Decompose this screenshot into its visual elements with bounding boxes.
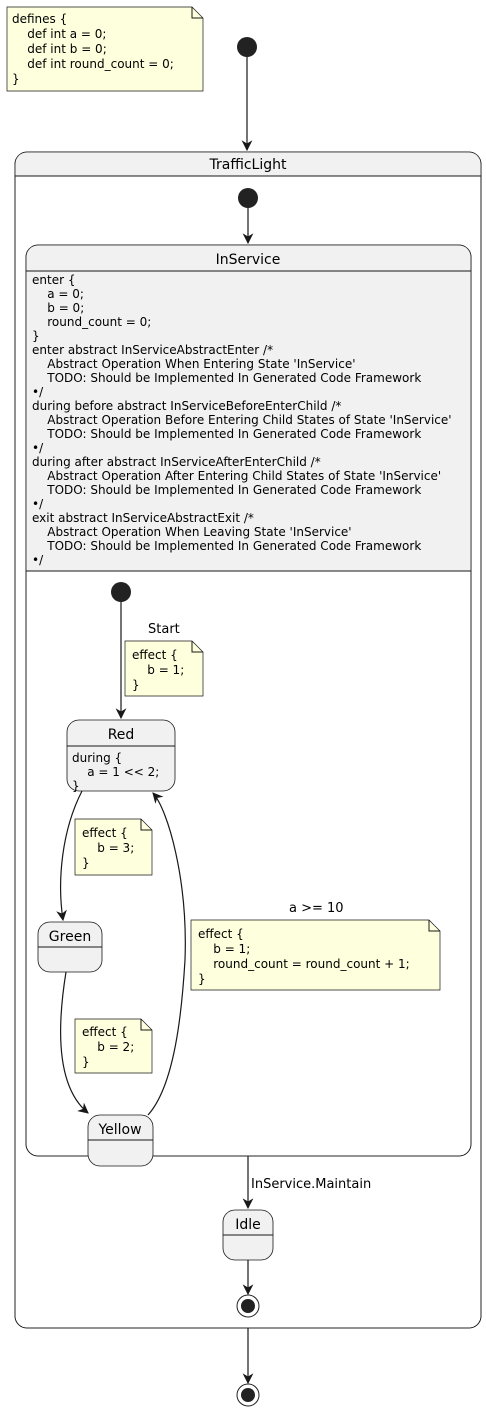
note-green-yellow-effect: effect { b = 2; } [0, 0, 161, 1074]
defines-note-text: defines { def int a = 0; def int b = 0; … [12, 12, 178, 86]
svg-text:effect { b = 1;: effect { b = 1; round_count = round_coun… [198, 927, 410, 986]
transition-label-maintain: InService.Maintain [251, 1177, 371, 1192]
svg-text:effect { b = 3;: effect { b = 3; } [0, 0, 161, 870]
red-title: Red [108, 727, 135, 743]
initial-state-inservice [111, 582, 131, 602]
note-start-effect: effect { b = 1; } [0, 0, 211, 697]
transition-green-to-yellow [59, 971, 89, 1114]
trafficlight-title: TrafficLight [209, 157, 288, 173]
inservice-body: enter { a = 0; b = 0; round_count = 0; }… [0, 0, 478, 567]
note-yellow-red-effect: effect { b = 1; round_count = round_coun… [190, 919, 441, 991]
state-inservice: InService enter { a = 0; b = 0; round_co… [0, 0, 478, 1157]
defines-note: defines { def int a = 0; def int b = 0; … [6, 6, 204, 92]
idle-title: Idle [235, 1217, 261, 1233]
state-idle: Idle [222, 1209, 274, 1261]
state-green: Green [37, 921, 103, 973]
inservice-title: InService [216, 252, 281, 268]
final-state-root [236, 1383, 260, 1407]
svg-text:effect { b = 2;: effect { b = 2; } [0, 0, 161, 1069]
initial-state-trafficlight [238, 188, 258, 208]
transition-red-to-green [56, 790, 83, 922]
state-yellow: Yellow [87, 1114, 154, 1167]
transition-label-start: Start [148, 622, 180, 637]
green-title: Green [49, 929, 91, 945]
initial-state-root [237, 37, 257, 57]
transition-label-yellow-red: a >= 10 [289, 901, 344, 916]
state-red: Red during { a = 1 << 2; } [0, 0, 186, 793]
note-red-green-effect: effect { b = 3; } [0, 0, 161, 876]
yellow-title: Yellow [97, 1122, 141, 1138]
red-body: during { a = 1 << 2; } [0, 0, 186, 793]
transition-yellow-to-red [147, 792, 186, 1116]
svg-text:effect { b = 1;: effect { b = 1; } [0, 0, 211, 692]
final-state-trafficlight [236, 1294, 260, 1318]
